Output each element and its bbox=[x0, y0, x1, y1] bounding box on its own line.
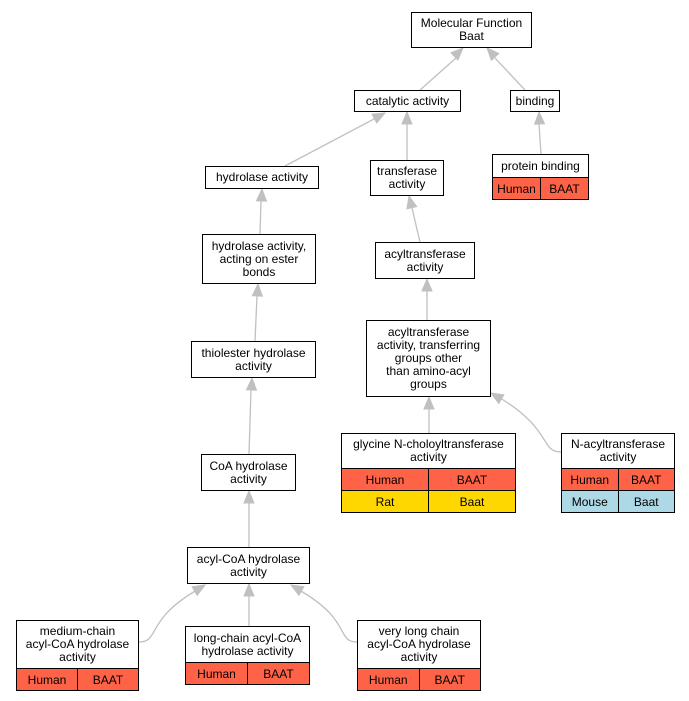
node-protein-binding: protein binding Human BAAT bbox=[492, 154, 589, 200]
node-label: binding bbox=[515, 93, 555, 108]
annotation-row: Human BAAT bbox=[186, 662, 309, 684]
species-cell: Mouse bbox=[562, 491, 618, 512]
node-binding: binding bbox=[510, 90, 560, 112]
node-label: protein binding bbox=[501, 158, 580, 173]
node-label: medium-chain acyl-CoA hydrolase activity bbox=[25, 624, 130, 664]
arrowhead bbox=[450, 47, 464, 61]
gene-cell: BAAT bbox=[617, 469, 674, 490]
species-cell: Rat bbox=[342, 491, 428, 512]
edge-very-long-chain-to-acyl-coa bbox=[289, 584, 358, 643]
arrowhead bbox=[489, 392, 505, 405]
arrowhead bbox=[423, 395, 435, 410]
edge-protein-binding-to-binding bbox=[533, 110, 546, 155]
arrowhead bbox=[251, 282, 264, 297]
edge-medium-chain-to-acyl-coa bbox=[138, 584, 207, 643]
node-label: transferase activity bbox=[376, 164, 438, 191]
annotation-row: Human BAAT bbox=[562, 468, 674, 490]
edge-long-chain-to-acyl-coa bbox=[243, 582, 255, 626]
edge-thiolester-to-hydrolase-ester bbox=[251, 282, 264, 342]
node-acyl-coa-hydrolase: acyl-CoA hydrolase activity bbox=[187, 547, 310, 584]
gene-cell: Baat bbox=[617, 491, 674, 512]
node-hydrolase-activity: hydrolase activity bbox=[205, 166, 319, 189]
edge-glycine-to-acyltransferase-other bbox=[423, 395, 435, 433]
node-label: hydrolase activity, acting on ester bond… bbox=[211, 238, 307, 279]
gene-cell: BAAT bbox=[428, 469, 515, 490]
node-label: CoA hydrolase activity bbox=[209, 458, 288, 486]
node-label: thiolester hydrolase activity bbox=[201, 345, 306, 373]
arrowhead bbox=[191, 584, 207, 597]
edge-hydrolase-to-catalytic bbox=[284, 112, 387, 167]
annotation-row: Human BAAT bbox=[358, 668, 480, 690]
node-label: acyl-CoA hydrolase activity bbox=[196, 551, 301, 579]
gene-cell: BAAT bbox=[247, 663, 309, 684]
node-label: N-acyltransferase activity bbox=[570, 437, 666, 464]
edge-binding-to-molecular-function bbox=[486, 47, 526, 91]
edge-acyl-coa-to-coa bbox=[243, 489, 255, 547]
edge-catalytic-to-molecular-function bbox=[419, 47, 464, 91]
edge-transferase-to-catalytic bbox=[401, 110, 413, 160]
species-cell: Human bbox=[493, 178, 540, 199]
arrowhead bbox=[243, 489, 255, 504]
edge-coa-to-thiolester bbox=[245, 376, 258, 455]
arrowhead bbox=[486, 47, 500, 62]
edge-hydrolase-ester-to-hydrolase bbox=[255, 187, 268, 235]
node-n-acyltransferase: N-acyltransferase activity Human BAAT Mo… bbox=[561, 433, 675, 513]
gene-cell: Baat bbox=[428, 491, 515, 512]
node-very-long-chain-acyl-coa-hydrolase: very long chain acyl-CoA hydrolase activ… bbox=[357, 620, 481, 691]
node-label: hydrolase activity bbox=[215, 170, 309, 184]
annotation-row: Mouse Baat bbox=[562, 490, 674, 512]
node-label: very long chain acyl-CoA hydrolase activ… bbox=[367, 624, 471, 664]
species-cell: Human bbox=[186, 663, 247, 684]
node-acyltransferase-other-groups: acyltransferase activity, transferring g… bbox=[366, 320, 491, 397]
node-label: catalytic activity bbox=[365, 93, 450, 108]
node-glycine-n-choloyltransferase: glycine N-choloyltransferase activity Hu… bbox=[341, 433, 516, 513]
species-cell: Human bbox=[358, 669, 419, 690]
node-label: acyltransferase activity, transferring g… bbox=[376, 325, 481, 391]
node-medium-chain-acyl-coa-hydrolase: medium-chain acyl-CoA hydrolase activity… bbox=[16, 620, 139, 691]
node-long-chain-acyl-coa-hydrolase: long-chain acyl-CoA hydrolase activity H… bbox=[185, 626, 310, 685]
edge-acyltransferase-to-transferase bbox=[406, 194, 421, 243]
annotation-row: Human BAAT bbox=[342, 468, 515, 490]
node-transferase-activity: transferase activity bbox=[370, 160, 444, 196]
species-cell: Human bbox=[17, 669, 77, 690]
arrowhead bbox=[255, 187, 268, 202]
arrowhead bbox=[406, 194, 418, 210]
gene-cell: BAAT bbox=[540, 178, 588, 199]
node-label: acyltransferase activity bbox=[384, 246, 466, 274]
node-hydrolase-ester-bonds: hydrolase activity, acting on ester bond… bbox=[202, 234, 316, 284]
arrowhead bbox=[289, 584, 305, 597]
arrowhead bbox=[533, 110, 546, 125]
node-molecular-function: Molecular Function Baat bbox=[411, 12, 532, 48]
species-cell: Human bbox=[342, 469, 428, 490]
edge-n-acyltransferase-to-acyltransferase-other bbox=[489, 392, 562, 453]
arrowhead bbox=[245, 376, 258, 391]
annotation-row: Human BAAT bbox=[17, 668, 138, 690]
species-cell: Human bbox=[562, 469, 618, 490]
node-acyltransferase-activity: acyltransferase activity bbox=[375, 242, 475, 279]
node-coa-hydrolase: CoA hydrolase activity bbox=[201, 454, 296, 491]
annotation-row: Human BAAT bbox=[493, 177, 588, 199]
annotation-row: Rat Baat bbox=[342, 490, 515, 512]
node-label: long-chain acyl-CoA hydrolase activity bbox=[193, 630, 302, 658]
node-thiolester-hydrolase: thiolester hydrolase activity bbox=[191, 341, 316, 378]
node-label: Molecular Function Baat bbox=[420, 16, 523, 43]
gene-cell: BAAT bbox=[418, 669, 480, 690]
node-label: glycine N-choloyltransferase activity bbox=[353, 437, 504, 464]
node-catalytic-activity: catalytic activity bbox=[354, 90, 461, 112]
arrowhead bbox=[421, 277, 433, 292]
arrowhead bbox=[243, 582, 255, 597]
arrowhead bbox=[401, 110, 413, 125]
arrowhead bbox=[371, 112, 387, 124]
edge-acyltransferase-other-to-acyltransferase bbox=[421, 277, 433, 320]
gene-cell: BAAT bbox=[77, 669, 138, 690]
